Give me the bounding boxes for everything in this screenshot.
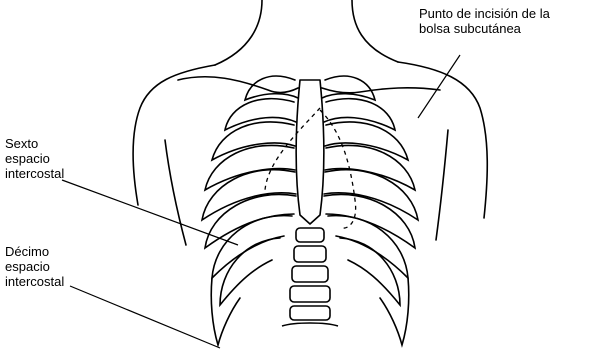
leader-tenth <box>70 286 220 348</box>
left-ribs <box>202 76 298 345</box>
label-tenth-line-2: espacio <box>5 259 64 274</box>
arm-inner-left <box>165 140 186 245</box>
label-sixth-line-1: Sexto <box>5 136 64 151</box>
shoulder-right <box>398 62 487 218</box>
label-sixth-line-3: intercostal <box>5 166 64 181</box>
label-pocket-incision: Punto de incisión de la bolsa subcutánea <box>419 6 550 36</box>
lumbar-spine <box>282 228 338 326</box>
label-pocket-line-2: bolsa subcutánea <box>419 21 550 36</box>
arm-inner-right <box>436 130 448 240</box>
leader-sixth <box>62 180 238 245</box>
neck-left <box>215 0 262 65</box>
clavicle-left <box>178 77 298 93</box>
neck-right <box>352 0 398 62</box>
clavicle-right <box>322 88 440 93</box>
label-sixth-intercostal: Sexto espacio intercostal <box>5 136 64 181</box>
right-ribs <box>322 76 418 345</box>
sternum <box>296 80 324 224</box>
label-sixth-line-2: espacio <box>5 151 64 166</box>
label-tenth-line-3: intercostal <box>5 274 64 289</box>
label-tenth-line-1: Décimo <box>5 244 64 259</box>
label-tenth-intercostal: Décimo espacio intercostal <box>5 244 64 289</box>
shoulder-left <box>133 65 215 205</box>
leader-pocket <box>418 55 460 118</box>
torso-outline <box>133 0 487 245</box>
label-pocket-line-1: Punto de incisión de la <box>419 6 550 21</box>
